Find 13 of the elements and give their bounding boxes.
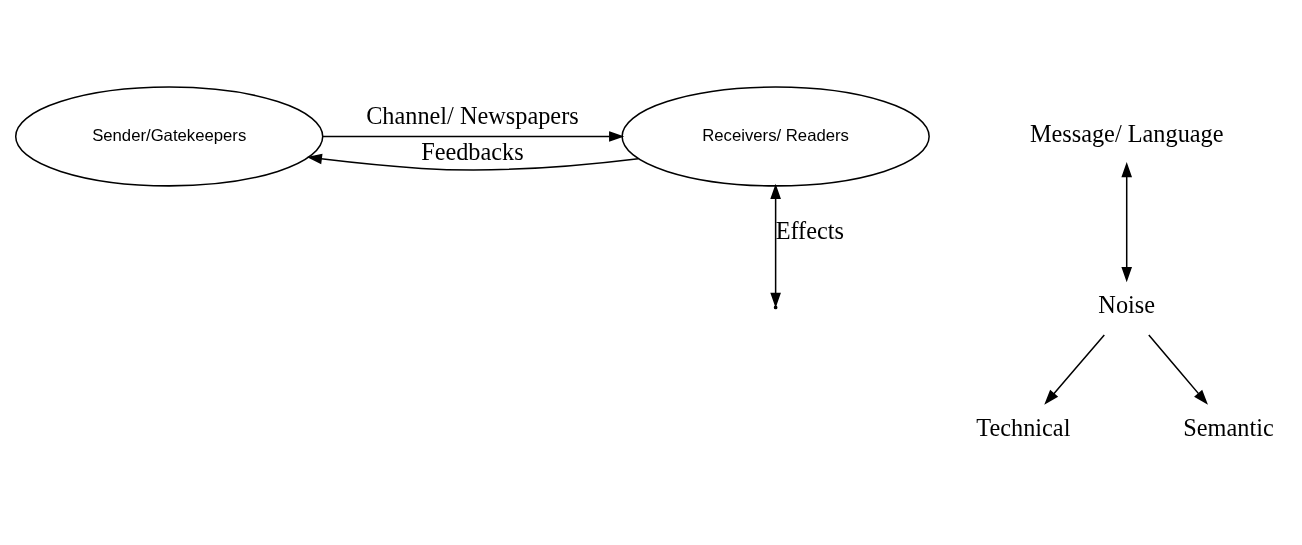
edge-label: Channel/ Newspapers <box>366 102 579 130</box>
node-text: Message/ Language <box>1029 120 1224 148</box>
node-text: Semantic <box>1183 414 1274 442</box>
edge-label: Effects <box>775 216 844 244</box>
edge-label: Feedbacks <box>421 138 524 166</box>
arrow <box>1148 334 1208 405</box>
arrow <box>1121 161 1133 283</box>
arrow <box>1044 334 1106 405</box>
arrow <box>322 131 625 142</box>
arrow <box>306 153 640 171</box>
node-text: Technical <box>976 414 1071 442</box>
node-ellipse: Receivers/ Readers <box>621 86 930 187</box>
node-text: Noise <box>1098 291 1156 319</box>
